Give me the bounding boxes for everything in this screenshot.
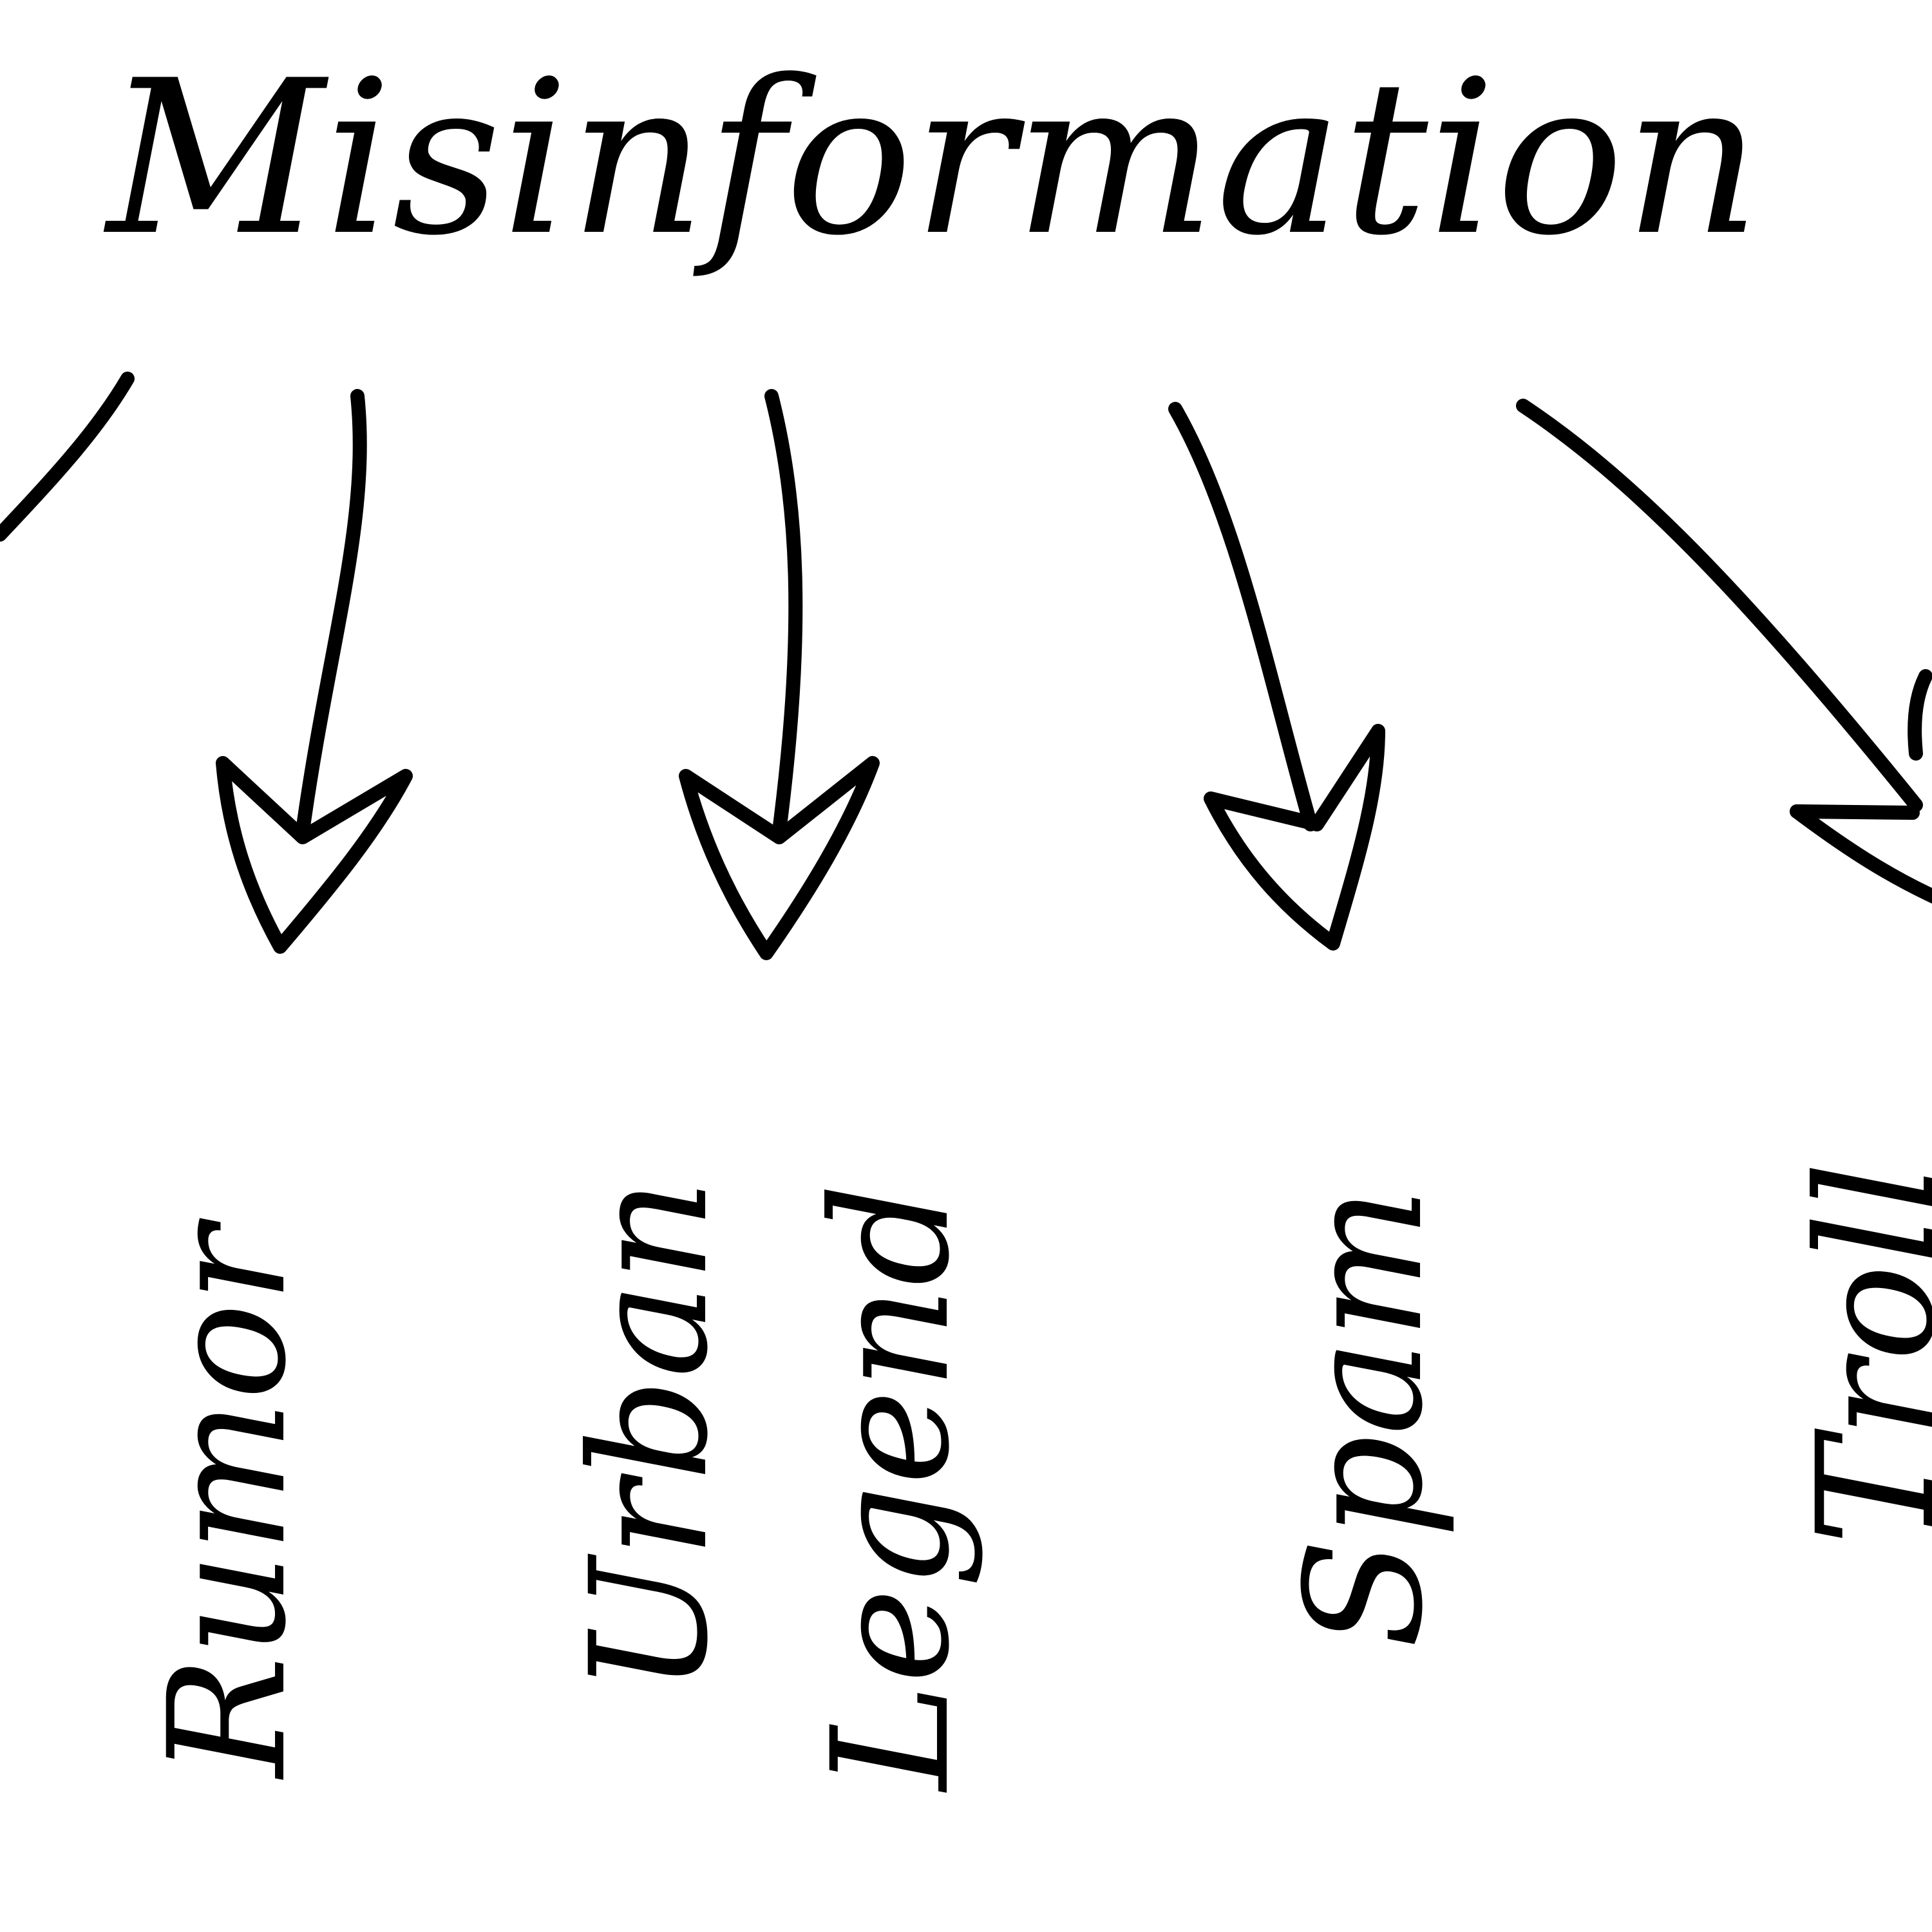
- arrow-to-spam: [1168, 402, 1385, 951]
- label-troll: Troll: [1783, 1161, 1932, 1546]
- label-spam: Spam: [1271, 1187, 1458, 1649]
- arrow-offscreen-left: [0, 372, 135, 542]
- arrow-to-troll: [1516, 399, 1932, 904]
- label-urban-legend-line-1: Urban: [556, 1179, 743, 1694]
- label-rumor: Rumor: [134, 1218, 321, 1780]
- root-title: Misinformation: [104, 35, 1761, 282]
- label-urban-legend: Urban Legend: [556, 1179, 985, 1793]
- arrow-to-rumor: [216, 389, 413, 954]
- arrow-to-urban-legend: [679, 389, 880, 960]
- label-urban-legend-line-2: Legend: [797, 1183, 985, 1793]
